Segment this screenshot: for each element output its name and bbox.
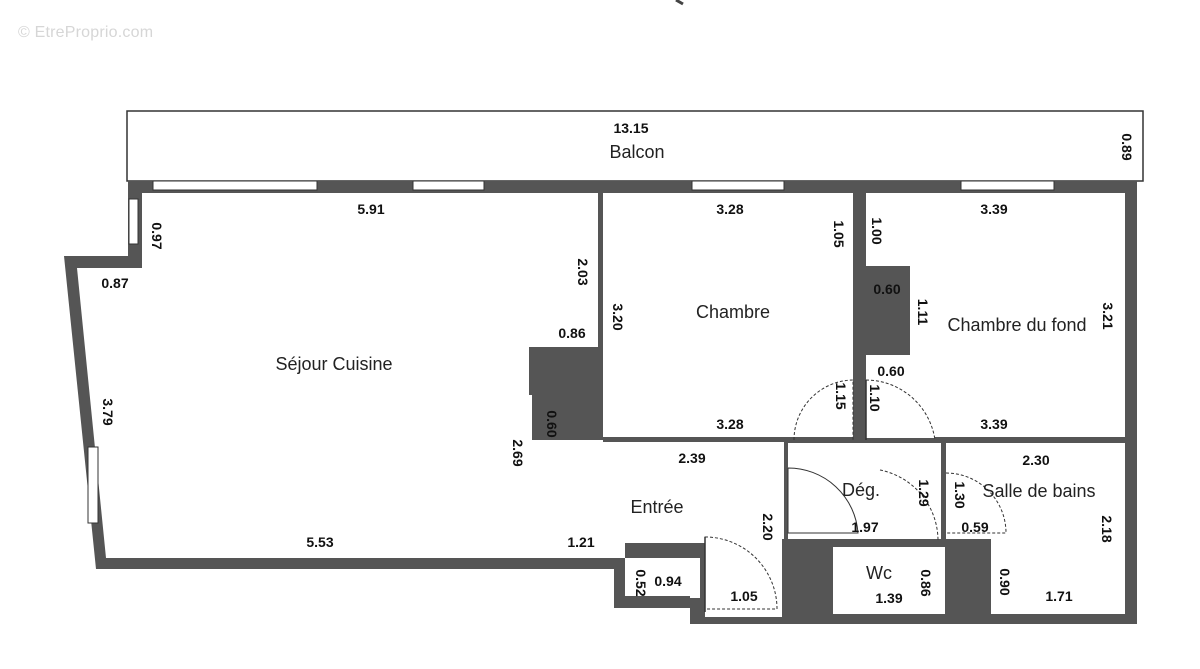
wall-wc-top (833, 539, 945, 547)
label-degagement: Dég. (842, 480, 880, 500)
window-sejour-left[interactable] (87, 446, 99, 524)
label-balcon: Balcon (609, 142, 664, 162)
dim-sdb-door: 0.59 (961, 519, 988, 535)
dim-sdb-lower-left: 0.90 (997, 568, 1013, 595)
chambre-floor (603, 193, 853, 437)
dim-entree-step-width: 0.94 (654, 573, 681, 589)
top-edge-fragment (675, 0, 684, 6)
door-swing-chambre[interactable] (793, 379, 854, 441)
dim-sdb-bottom: 1.71 (1045, 588, 1072, 604)
dim-sejour-nook-height: 0.60 (544, 410, 560, 437)
dim-sejour-left-short: 0.87 (101, 275, 128, 291)
wall-chambre-fond-lower (853, 350, 859, 440)
dim-sdb-left: 1.30 (952, 481, 968, 508)
dim-fond-nook-height: 1.11 (915, 299, 931, 326)
label-wc: Wc (866, 563, 892, 583)
dim-balcon-length: 13.15 (613, 120, 648, 136)
dim-deg-right: 1.29 (916, 479, 932, 506)
window-chambre-fond[interactable] (960, 180, 1055, 191)
dim-sejour-left: 3.79 (100, 398, 116, 425)
dim-sejour-right-lower: 2.69 (510, 439, 526, 466)
dim-fond-top: 3.39 (980, 201, 1007, 217)
wall-sejour-chambre (598, 193, 603, 440)
shaft-right (945, 539, 991, 614)
sejour-nook-wall (532, 395, 536, 440)
dim-fond-bottom: 3.39 (980, 416, 1007, 432)
dim-balcon-depth: 0.89 (1119, 133, 1135, 160)
dim-chambre-right-lower: 1.15 (833, 382, 849, 409)
degagement-floor (788, 443, 941, 539)
wall-fond-nook-side (905, 266, 910, 354)
dim-chambre-top: 3.28 (716, 201, 743, 217)
dim-sdb-right: 2.18 (1099, 515, 1115, 542)
dim-chambre-right-upper: 1.05 (831, 220, 847, 247)
dim-chambre-bottom: 3.28 (716, 416, 743, 432)
label-salle-de-bains: Salle de bains (982, 481, 1095, 501)
label-chambre: Chambre (696, 302, 770, 322)
door-swing-sdb[interactable] (945, 472, 1007, 534)
door-swing-chambre-fond[interactable] (865, 379, 936, 441)
dim-fond-nook-upper: 0.60 (873, 281, 900, 297)
dim-wc-right: 0.86 (918, 569, 934, 596)
dim-wc-bottom: 1.39 (875, 590, 902, 606)
label-chambre-du-fond: Chambre du fond (947, 315, 1086, 335)
dim-fond-right: 3.21 (1100, 302, 1116, 329)
watermark: © EtreProprio.com (18, 24, 154, 41)
wall-deg-sdb (941, 443, 946, 543)
door-swing-wc[interactable] (879, 469, 939, 541)
door-swing-entree[interactable] (704, 536, 778, 610)
door-swing-deg-left[interactable] (787, 467, 859, 534)
dim-entree-door-width: 1.05 (730, 588, 757, 604)
wall-fond-nook-bottom (858, 350, 910, 355)
window-sejour-side[interactable] (128, 198, 139, 245)
dim-sejour-right-upper: 2.03 (575, 258, 591, 285)
dim-fond-left-lower: 1.10 (867, 384, 883, 411)
wall-fond-sdb (935, 437, 1125, 443)
dim-sejour-bottom-right: 1.21 (567, 534, 594, 550)
window-chambre[interactable] (691, 180, 785, 191)
chambre-fond-nook-wall (858, 268, 866, 354)
wall-wc-bottom (823, 614, 960, 624)
wc-floor (833, 547, 945, 614)
label-entree: Entrée (630, 497, 683, 517)
wall-entree-deg (784, 440, 788, 543)
dim-sejour-bottom: 5.53 (306, 534, 333, 550)
entree-door-floor (705, 541, 782, 617)
dim-entree-right: 2.20 (760, 513, 776, 540)
dim-sejour-nook-width: 0.86 (558, 325, 585, 341)
balcony-outline (126, 110, 1144, 182)
wall-chambre-fond-upper (853, 193, 859, 273)
dim-fond-left-upper: 1.00 (869, 217, 885, 244)
dim-entree-top: 2.39 (678, 450, 705, 466)
dim-chambre-left: 3.20 (610, 303, 626, 330)
dim-deg-bottom: 1.97 (851, 519, 878, 535)
window-sejour-2[interactable] (412, 180, 485, 191)
dim-sdb-top: 2.30 (1022, 452, 1049, 468)
dim-sejour-left-window: 0.97 (149, 222, 165, 249)
window-sejour-1[interactable] (152, 180, 318, 191)
wall-chambre-entree (603, 437, 784, 442)
sejour-nook-block (529, 347, 600, 395)
chambre-fond-floor (866, 193, 1125, 438)
dim-fond-nook-lower: 0.60 (877, 363, 904, 379)
wall-fond-nook-top (858, 266, 910, 271)
dim-sejour-top: 5.91 (357, 201, 384, 217)
label-sejour-cuisine: Séjour Cuisine (275, 354, 392, 374)
sejour-entree-floor (77, 193, 784, 598)
dim-entree-step-height: 0.52 (633, 569, 649, 596)
shaft-left (782, 539, 833, 619)
